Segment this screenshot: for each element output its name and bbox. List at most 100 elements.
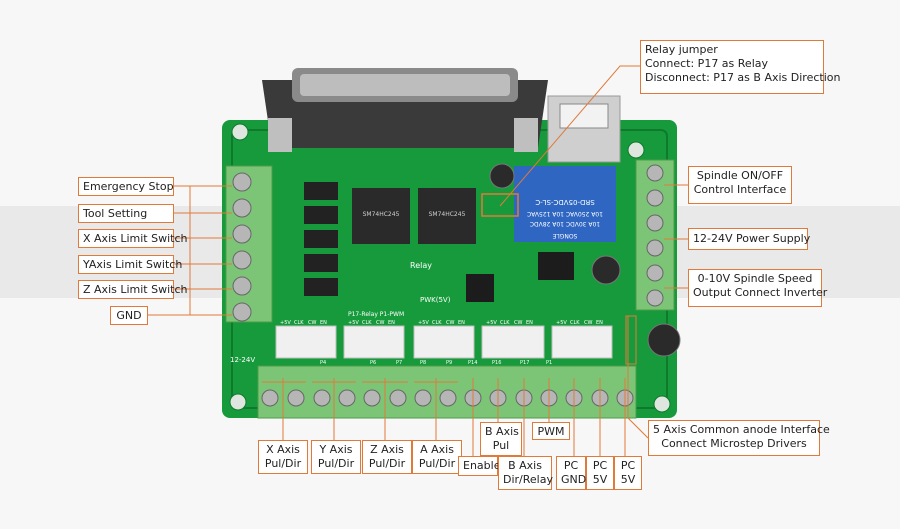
svg-text:+5V: +5V: [486, 320, 497, 326]
relay-text-3: 10A 30VDC 10A 28VDC: [530, 220, 600, 227]
svg-text:CW: CW: [376, 320, 384, 326]
db25-screw-right: [514, 118, 538, 152]
ic-chip-2: [418, 188, 476, 244]
b-axis-dir-line-1: B Axis: [508, 459, 542, 472]
relay-jumper-line-1: Relay jumper: [645, 43, 718, 56]
svg-text:P16: P16: [492, 360, 501, 366]
callout-x-limit: X Axis Limit Switch: [78, 229, 187, 248]
mount-hole-br: [653, 395, 671, 413]
svg-text:CLK: CLK: [570, 320, 580, 326]
callout-x-axis: X Axis Pul/Dir: [258, 440, 308, 474]
svg-text:EN: EN: [458, 320, 465, 326]
pc-5v-1-line-1: PC: [592, 459, 608, 472]
svg-text:+5V: +5V: [418, 320, 429, 326]
pwm-silkscreen: PWK(5V): [420, 296, 451, 304]
pc-5v-2-line-2: 5V: [620, 473, 636, 486]
ic-label-1: SM74HC245: [363, 211, 400, 218]
relay-text-4: SONGLE: [552, 232, 577, 239]
callout-z-axis: Z Axis Pul/Dir: [362, 440, 412, 474]
svg-text:P17: P17: [520, 360, 529, 366]
header-pin-labels: +5V CLK CW EN +5V CLK CW EN +5V CLK CW E…: [280, 320, 603, 326]
x-axis-line-1: X Axis: [266, 443, 300, 456]
svg-text:EN: EN: [526, 320, 533, 326]
spindle-speed-line-1: 0-10V Spindle Speed: [697, 272, 813, 285]
b-axis-dir-line-2: Dir/Relay: [503, 473, 553, 486]
svg-text:EN: EN: [320, 320, 327, 326]
p17-silkscreen: P17-Relay P1-PWM: [348, 311, 404, 318]
callout-relay-jumper: Relay jumper Connect: P17 as Relay Disco…: [640, 40, 841, 94]
y-axis-line-1: Y Axis: [319, 443, 353, 456]
relay-jumper-marker: [481, 193, 519, 217]
svg-text:P4: P4: [320, 360, 326, 366]
callout-pc-5v-2: PC 5V: [614, 456, 642, 490]
header-connectors: [275, 325, 613, 359]
callout-power-supply: 12-24V Power Supply: [688, 228, 810, 250]
mount-hole-tl: [231, 123, 249, 141]
callout-spindle-onoff: Spindle ON/OFF Control Interface: [688, 166, 792, 204]
z-axis-line-1: Z Axis: [370, 443, 404, 456]
svg-text:P8: P8: [420, 360, 426, 366]
a-axis-line-1: A Axis: [420, 443, 454, 456]
mount-hole-bl: [229, 393, 247, 411]
b-axis-pul-line-1: B Axis: [485, 425, 519, 438]
svg-text:P6: P6: [370, 360, 376, 366]
spindle-onoff-line-2: Control Interface: [693, 183, 787, 196]
callout-a-axis: A Axis Pul/Dir: [412, 440, 462, 474]
b-axis-pul-line-2: Pul: [492, 439, 510, 452]
small-ic: [466, 274, 494, 302]
relay-jumper-line-3: Disconnect: P17 as B Axis Direction: [645, 71, 841, 84]
callout-pc-gnd: PC GND: [556, 456, 586, 490]
spindle-speed-line-2: Output Connect Inverter: [693, 286, 828, 299]
callout-gnd: GND: [110, 306, 148, 325]
svg-text:CW: CW: [514, 320, 522, 326]
svg-text:P1: P1: [546, 360, 552, 366]
callout-common-anode: 5 Axis Common anode Interface Connect Mi…: [648, 420, 830, 456]
db25-screw-left: [268, 118, 292, 152]
relay-text-2: 10A 250VAC 10A 125VAC: [527, 210, 603, 217]
optocoupler-column: [304, 182, 338, 296]
relay-body: [514, 166, 616, 242]
spindle-onoff-line-1: Spindle ON/OFF: [696, 169, 784, 182]
callout-emergency-stop: Emergency Stop: [78, 177, 174, 196]
svg-text:EN: EN: [388, 320, 395, 326]
header-name-labels: P4 P6 P7 P8 P9 P14 P16 P17 P1: [320, 360, 552, 366]
capacitor-3: [647, 323, 681, 357]
common-anode-line-1: 5 Axis Common anode Interface: [653, 423, 830, 436]
callout-y-axis: Y Axis Pul/Dir: [311, 440, 361, 474]
x-axis-line-2: Pul/Dir: [264, 457, 302, 470]
pc-5v-1-line-2: 5V: [592, 473, 608, 486]
bottom-terminal-block: [257, 365, 637, 419]
callout-b-axis-dir: B Axis Dir/Relay: [498, 456, 553, 490]
svg-text:P9: P9: [446, 360, 452, 366]
svg-text:P14: P14: [468, 360, 477, 366]
pc5v-marker: [625, 315, 637, 365]
power-silkscreen: 12-24V: [230, 356, 255, 364]
pc-gnd-line-2: GND: [561, 473, 587, 486]
svg-text:+5V: +5V: [348, 320, 359, 326]
left-terminal-block: [225, 165, 273, 323]
capacitor-2: [591, 255, 621, 285]
capacitor-1: [489, 163, 515, 189]
svg-text:CW: CW: [446, 320, 454, 326]
relay-text-1: SRD-05VDC-SL-C: [535, 198, 594, 206]
svg-text:CW: CW: [584, 320, 592, 326]
svg-text:CW: CW: [308, 320, 316, 326]
a-axis-line-2: Pul/Dir: [418, 457, 456, 470]
svg-text:EN: EN: [596, 320, 603, 326]
leader-lines: [148, 65, 688, 456]
ic-label-2: SM74HC245: [429, 211, 466, 218]
callout-enable: Enable: [458, 456, 500, 476]
callout-pc-5v-1: PC 5V: [586, 456, 614, 490]
callout-tool-setting: Tool Setting: [78, 204, 174, 223]
mount-hole-tr: [627, 141, 645, 159]
callout-pwm: PWM: [532, 422, 570, 440]
svg-text:CLK: CLK: [500, 320, 510, 326]
svg-text:+5V: +5V: [556, 320, 567, 326]
pc-gnd-line-1: PC: [563, 459, 579, 472]
regulator: [538, 252, 574, 280]
y-axis-line-2: Pul/Dir: [317, 457, 355, 470]
db25-pins: [300, 74, 510, 96]
pc-5v-2-line-1: PC: [620, 459, 636, 472]
